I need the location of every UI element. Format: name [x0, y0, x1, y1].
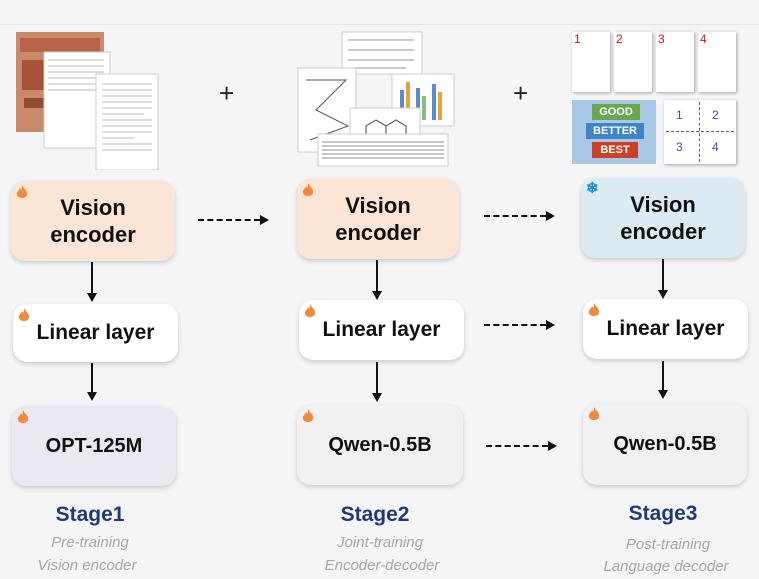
vision-encoder-label: Vision encoder	[50, 195, 136, 247]
stage3-description-line1: Post-training	[625, 536, 711, 553]
dashed-arrow-line	[198, 219, 260, 221]
page-number: 2	[616, 32, 623, 46]
stage1-decoder: OPT-125M	[12, 406, 176, 486]
page-number: 4	[700, 32, 707, 46]
sign-best: BEST	[592, 142, 638, 158]
grid-divider	[666, 131, 734, 132]
decoder-label: OPT-125M	[45, 434, 143, 457]
sign-good: GOOD	[592, 104, 640, 120]
grid-number: 4	[712, 140, 719, 154]
stage1-description-line2: Vision encoder	[37, 557, 137, 574]
grid-divider	[699, 102, 700, 162]
grid-number: 2	[712, 108, 719, 122]
decoder-label: Qwen-0.5B	[613, 432, 717, 455]
sign-better: BETTER	[586, 123, 644, 139]
arrow-head	[658, 390, 668, 399]
arrow-head	[87, 392, 97, 401]
dashed-arrow-head	[548, 441, 557, 451]
page-number: 1	[574, 32, 581, 46]
stage3-input-images: 1 2 3 4 GOOD BETTER BEST 1 2 3 4	[572, 32, 742, 166]
stage2-decoder: Qwen-0.5B	[297, 405, 463, 485]
stage3-decoder: Qwen-0.5B	[583, 403, 747, 485]
plus-sign: +	[513, 78, 529, 108]
stage2-vision-encoder: Vision encoder	[297, 179, 459, 259]
arrow-line	[91, 262, 93, 294]
page-number: 3	[658, 32, 665, 46]
linear-layer-label: Linear layer	[606, 317, 725, 340]
page-thumbnail	[572, 32, 610, 92]
arrow-line	[662, 361, 664, 391]
arrow-line	[91, 363, 93, 393]
arrow-line	[376, 362, 378, 394]
arrow-line	[662, 259, 664, 291]
arrow-head	[372, 393, 382, 402]
page-thumbnail	[614, 32, 652, 92]
stage3-linear-layer: Linear layer	[583, 299, 748, 359]
linear-layer-label: Linear layer	[322, 318, 441, 341]
stage2-input-images	[296, 30, 456, 170]
stage1-linear-layer: Linear layer	[13, 304, 178, 362]
arrow-head	[372, 291, 382, 300]
flame-icon	[588, 407, 600, 420]
stage2-description-line2: Encoder-decoder	[324, 557, 440, 574]
grid-number: 1	[676, 108, 683, 122]
stage2-description-line1: Joint-training	[337, 534, 423, 551]
grid-page-thumbnail: 1 2 3 4	[664, 100, 736, 164]
page-thumbnail	[698, 32, 736, 92]
dashed-arrow-line	[484, 215, 546, 217]
grid-number: 3	[676, 140, 683, 154]
dashed-arrow-line	[484, 324, 546, 326]
stage1-description-line1: Pre-training	[51, 534, 129, 551]
snowflake-icon: ❄	[586, 180, 599, 197]
arrow-head	[87, 293, 97, 302]
stage2-figure-collage	[297, 31, 455, 167]
dashed-arrow-head	[260, 215, 269, 225]
stage3-title: Stage3	[628, 502, 698, 525]
arrow-line	[376, 260, 378, 292]
top-divider	[0, 24, 759, 25]
stage1-document-collage	[16, 32, 159, 171]
flame-icon	[302, 409, 314, 422]
flame-icon	[17, 410, 29, 423]
page-thumbnail	[656, 32, 694, 92]
linear-layer-label: Linear layer	[36, 321, 155, 344]
stage3-vision-encoder: ❄ Vision encoder	[581, 178, 745, 258]
vision-encoder-label: Vision encoder	[620, 192, 706, 244]
flame-icon	[18, 308, 30, 321]
stage1-title: Stage1	[55, 503, 125, 526]
flame-icon	[588, 303, 600, 316]
stage2-linear-layer: Linear layer	[299, 300, 464, 360]
vision-encoder-label: Vision encoder	[335, 193, 421, 245]
stage2-title: Stage2	[340, 503, 410, 526]
good-better-best-image: GOOD BETTER BEST	[572, 100, 656, 164]
decoder-label: Qwen-0.5B	[328, 433, 432, 456]
flame-icon	[302, 183, 314, 196]
dashed-arrow-head	[546, 211, 555, 221]
plus-sign: +	[219, 78, 235, 108]
stage1-vision-encoder: Vision encoder	[11, 181, 175, 261]
arrow-head	[658, 290, 668, 299]
stage1-input-images	[14, 30, 164, 171]
dashed-arrow-line	[486, 445, 548, 447]
dashed-arrow-head	[546, 320, 555, 330]
stage3-description-line2: Language decoder	[603, 558, 729, 575]
flame-icon	[304, 304, 316, 317]
flame-icon	[16, 185, 28, 198]
